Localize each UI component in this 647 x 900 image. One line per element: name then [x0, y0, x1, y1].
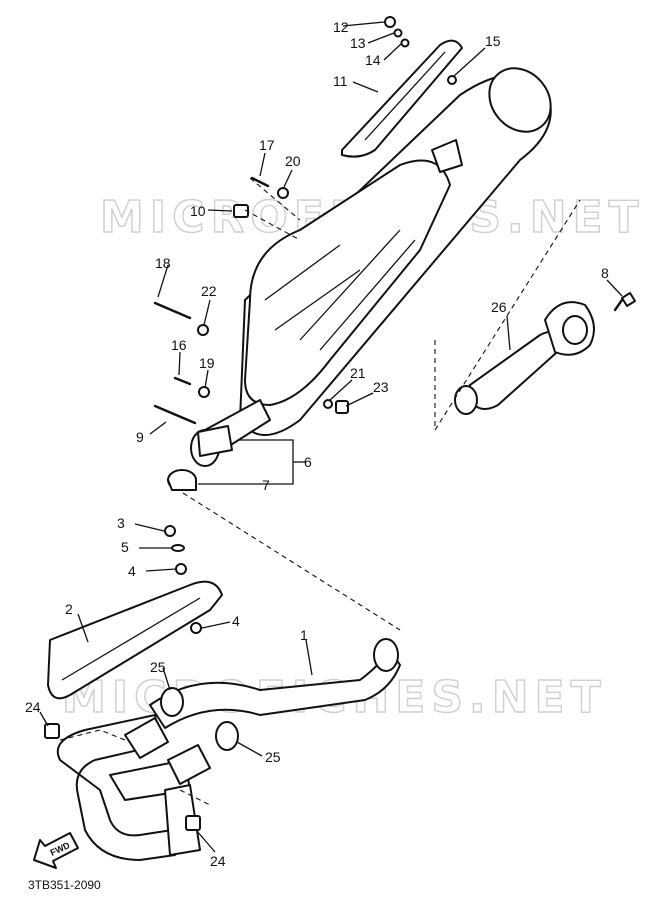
- washer-21[interactable]: [323, 399, 333, 409]
- callout-8: 8: [601, 265, 609, 281]
- gasket-25-lower[interactable]: [215, 721, 239, 751]
- gasket-7[interactable]: [167, 469, 197, 491]
- muffler-bracket[interactable]: [431, 139, 463, 173]
- washer-19[interactable]: [198, 386, 210, 398]
- callout-9: 9: [136, 429, 144, 445]
- callout-4-upper: 4: [128, 563, 136, 579]
- callout-18: 18: [155, 255, 171, 271]
- nut-24-left[interactable]: [44, 723, 60, 739]
- collar-14[interactable]: [400, 38, 410, 48]
- callout-17: 17: [259, 137, 275, 153]
- gasket-25-upper[interactable]: [160, 687, 184, 717]
- callout-15: 15: [485, 33, 501, 49]
- callout-19: 19: [199, 355, 215, 371]
- exhaust-pipe[interactable]: [56, 638, 401, 861]
- washer-20[interactable]: [277, 187, 289, 199]
- callout-16: 16: [171, 337, 187, 353]
- callout-14: 14: [365, 52, 381, 68]
- callout-25-lower: 25: [265, 749, 281, 765]
- callout-5: 5: [121, 539, 129, 555]
- grommet-15[interactable]: [447, 75, 457, 85]
- washer-13[interactable]: [393, 28, 403, 38]
- nut-23[interactable]: [335, 400, 349, 414]
- fwd-arrow-icon: FWD: [33, 832, 79, 869]
- callout-21: 21: [350, 365, 366, 381]
- joint-pipe[interactable]: [454, 301, 595, 415]
- exhaust-flange-2[interactable]: [167, 744, 211, 785]
- callout-6: 6: [304, 454, 312, 470]
- nut-24-bottom[interactable]: [185, 815, 201, 831]
- callout-3: 3: [117, 515, 125, 531]
- callout-11: 11: [333, 73, 348, 89]
- callout-26: 26: [491, 299, 507, 315]
- collar-10[interactable]: [233, 204, 249, 218]
- bolt-16[interactable]: [173, 376, 192, 386]
- callout-1: 1: [300, 627, 308, 643]
- callout-2: 2: [65, 601, 73, 617]
- collar-5[interactable]: [171, 544, 185, 552]
- exhaust-flange-1[interactable]: [124, 717, 169, 759]
- callout-22: 22: [201, 283, 217, 299]
- bolt-17[interactable]: [250, 176, 270, 188]
- bolt-12[interactable]: [384, 16, 396, 28]
- grommet-4-upper[interactable]: [175, 563, 187, 575]
- callout-24-bottom: 24: [210, 853, 226, 869]
- muffler-assembly[interactable]: [190, 56, 563, 467]
- bolt-9[interactable]: [153, 404, 197, 425]
- callout-4-lower: 4: [232, 613, 240, 629]
- callout-20: 20: [285, 153, 301, 169]
- grommet-4-lower[interactable]: [190, 622, 202, 634]
- bolt-18[interactable]: [153, 301, 192, 320]
- bolt-8[interactable]: [621, 292, 636, 307]
- diagram-code: 3TB351-2090: [28, 878, 101, 892]
- callout-23: 23: [373, 379, 389, 395]
- callout-25-upper: 25: [150, 659, 166, 675]
- callout-12: 12: [333, 19, 349, 35]
- callout-7: 7: [262, 477, 270, 493]
- washer-22[interactable]: [197, 324, 209, 336]
- callout-13: 13: [350, 35, 366, 51]
- callout-24-left: 24: [25, 699, 41, 715]
- callout-10: 10: [190, 203, 206, 219]
- bolt-3[interactable]: [164, 525, 176, 537]
